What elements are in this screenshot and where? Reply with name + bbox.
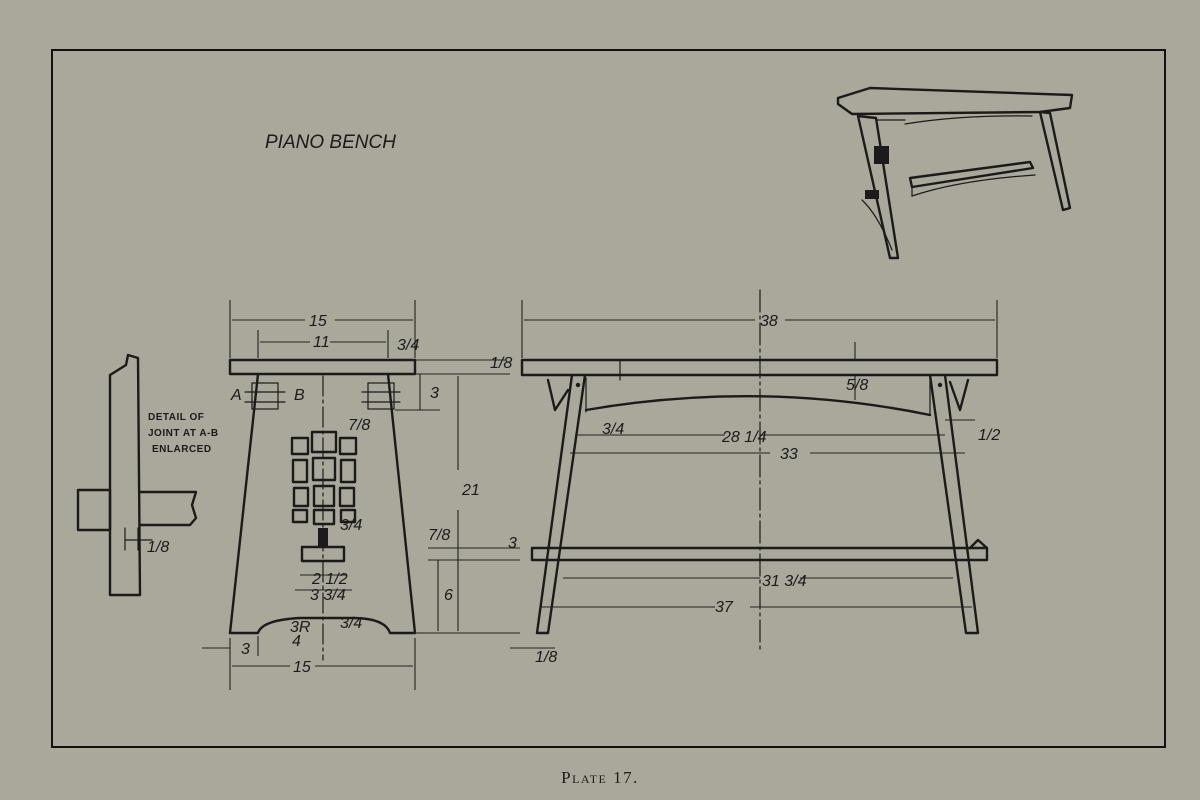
front-top-thick-label: 5/8 — [846, 377, 868, 394]
front-view: 38 5/8 3/4 28 1/4 1/2 33 31 3/4 37 1/8 — [510, 289, 1000, 666]
end-rail-h-label: 6 — [444, 587, 453, 604]
point-a-label: A — [230, 387, 242, 404]
perspective-sketch — [836, 86, 1074, 260]
front-apron-span-label: 28 1/4 — [721, 429, 767, 446]
end-bottom-width-label: 15 — [293, 659, 311, 676]
front-overhang-label: 1/2 — [978, 427, 1000, 444]
front-leg-span-label: 33 — [780, 446, 798, 463]
end-edge-frac-label: 3/4 — [397, 337, 419, 354]
end-cutout-a-label: 2 1/2 — [311, 571, 348, 588]
detail-label-line1: DETAIL OF — [148, 412, 204, 423]
plate-border — [51, 49, 1166, 748]
end-stretcher-h-label: 3 — [508, 535, 517, 552]
end-arch-radius-label: 3R — [290, 619, 311, 636]
front-length-label: 38 — [760, 313, 778, 330]
end-arch-rise-label: 3/4 — [340, 615, 362, 632]
end-cutout-b-label: 3 3/4 — [310, 587, 346, 604]
end-arch-left-label: 3 — [241, 641, 250, 658]
end-tenon-frac-label: 7/8 — [348, 417, 370, 434]
joint-detail: 1/8 DETAIL OF JOINT AT A-B ENLARCED — [76, 353, 219, 597]
point-b-label: B — [294, 387, 305, 404]
front-apron-frac-label: 3/4 — [602, 421, 624, 438]
front-foot-label: 1/8 — [535, 649, 557, 666]
end-inner-width-label: 11 — [313, 334, 330, 351]
plate-caption: Plate 17. — [561, 768, 639, 787]
detail-label-line2: JOINT AT A-B — [148, 428, 219, 439]
end-stretcher-frac-label: 7/8 — [428, 527, 450, 544]
end-height-label: 21 — [461, 482, 480, 499]
end-arch-frac-label: 4 — [292, 633, 301, 650]
detail-dim-frac: 1/8 — [147, 539, 169, 556]
front-base-span-label: 37 — [715, 599, 734, 616]
end-top-thick-label: 1/8 — [490, 355, 512, 372]
detail-label-line3: ENLARCED — [152, 444, 212, 455]
drawing-title: PIANO BENCH — [265, 132, 396, 153]
end-view: A B 15 11 3/4 1/8 3 — [202, 300, 520, 690]
front-shelf-span-label: 31 3/4 — [762, 573, 807, 590]
end-top-width-label: 15 — [309, 313, 327, 330]
end-slot-depth-label: 3 — [430, 385, 439, 402]
end-keyhole-frac-label: 3/4 — [340, 517, 362, 534]
